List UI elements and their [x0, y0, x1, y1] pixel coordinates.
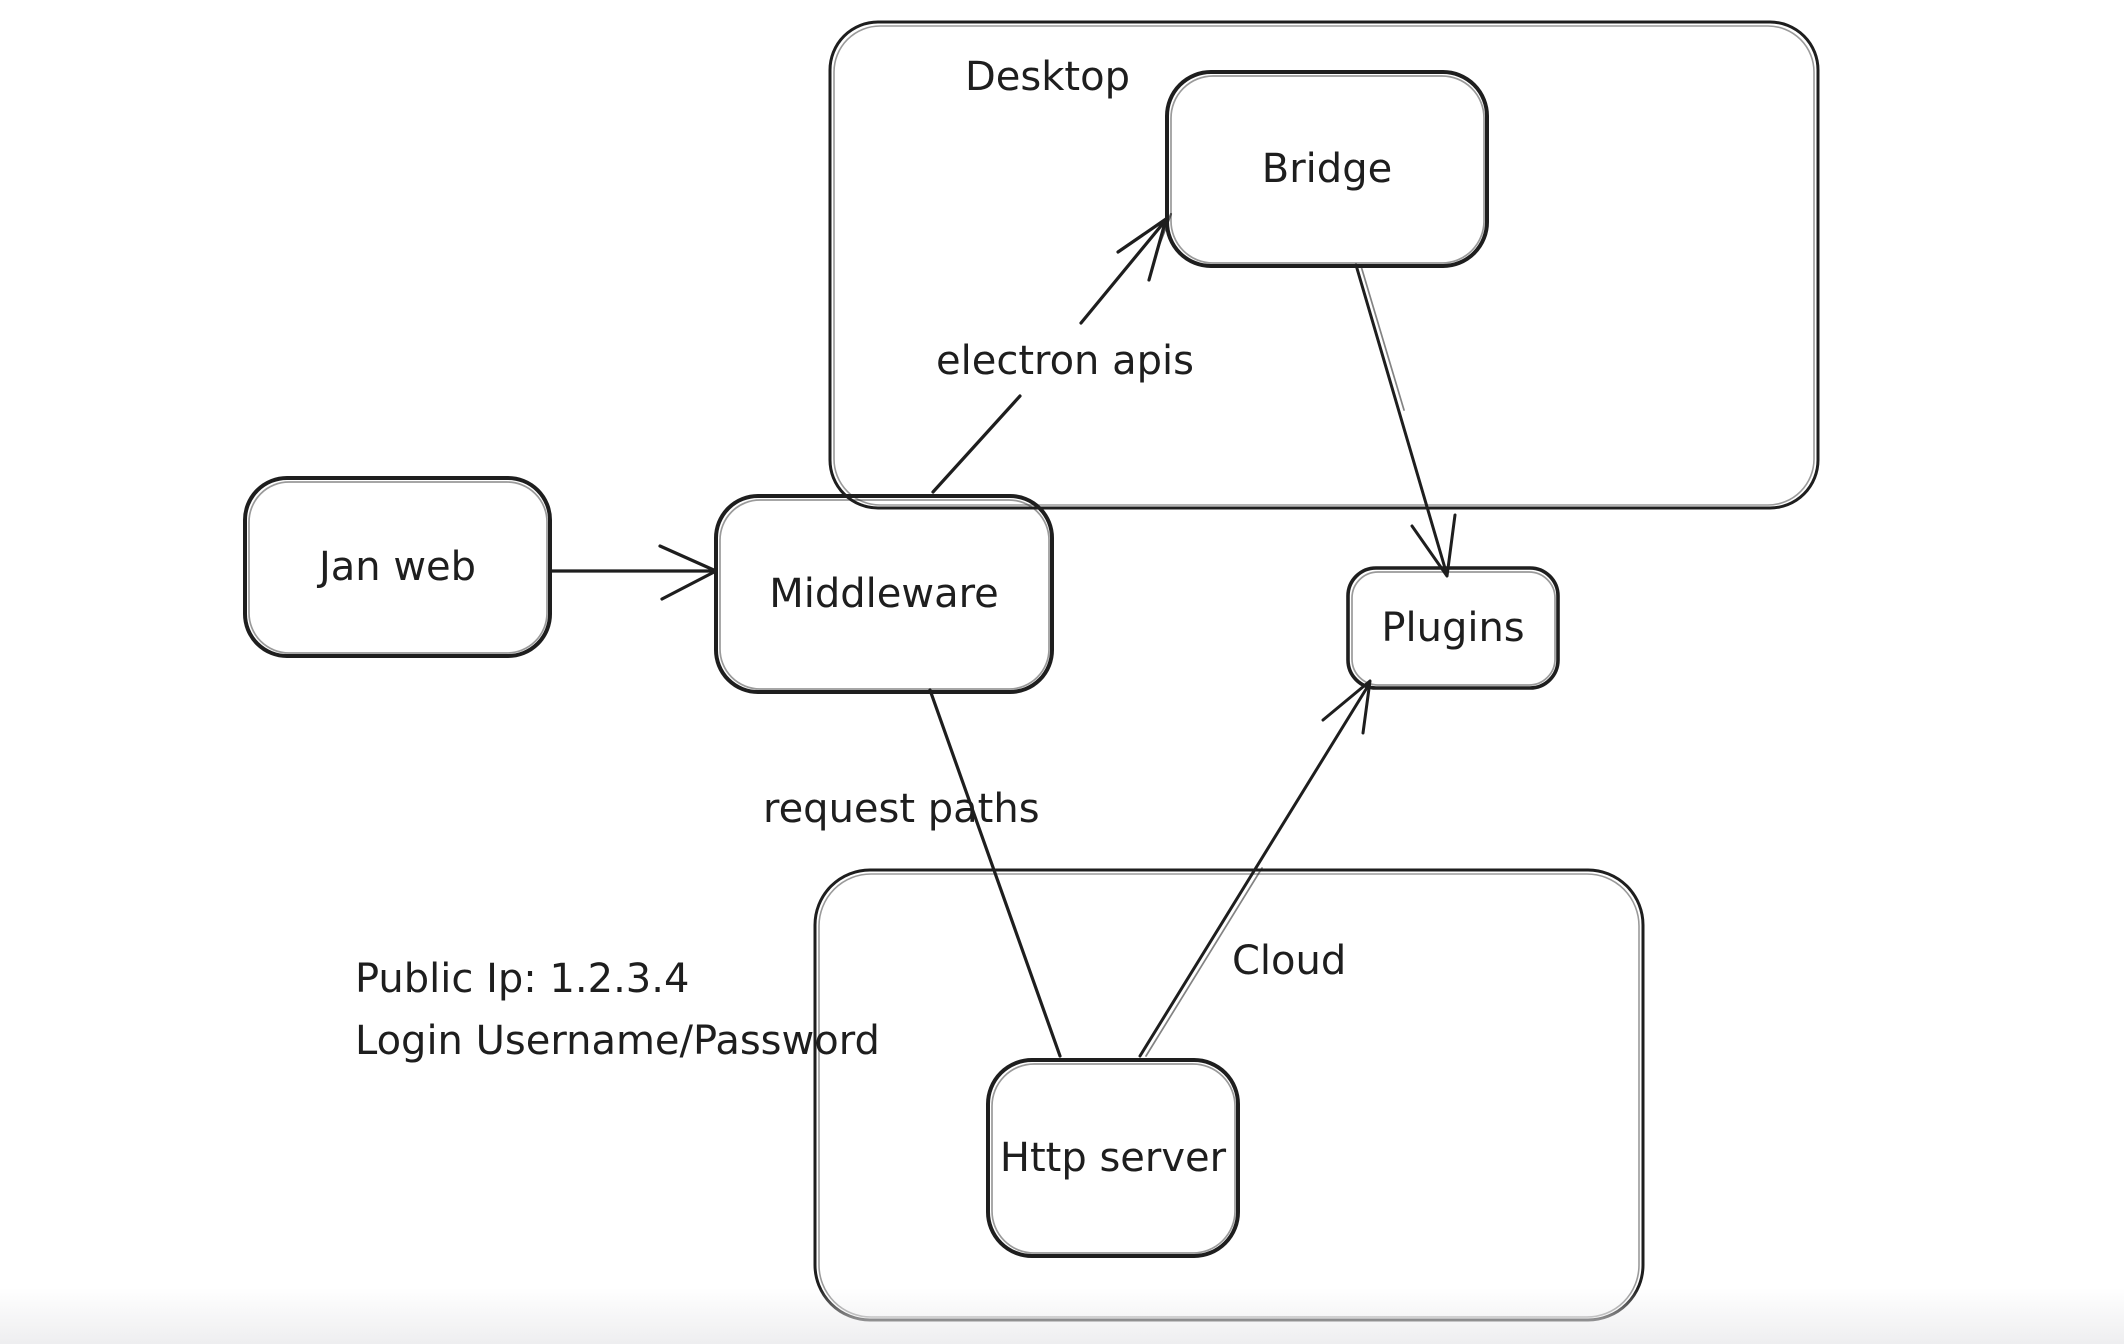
- middleware-box-sketch-echo: [719, 499, 1050, 690]
- edge-bridge-to-plugins[interactable]: [1354, 263, 1457, 578]
- arrowhead-sketch-echo: [1154, 212, 1173, 255]
- node-middleware[interactable]: [714, 494, 1054, 694]
- edge-label-request-paths[interactable]: request paths: [763, 786, 1040, 832]
- middleware-box[interactable]: [714, 494, 1054, 694]
- edge-shaft-sketch-echo: [1145, 867, 1263, 1057]
- node-plugins[interactable]: [1346, 566, 1560, 690]
- arrowhead[interactable]: [1410, 513, 1457, 578]
- http-server-box-sketch-echo: [991, 1063, 1236, 1254]
- plugins-box-sketch-echo: [1351, 571, 1556, 686]
- cloud-container-label[interactable]: Cloud: [1232, 938, 1347, 984]
- desktop-container-label[interactable]: Desktop: [965, 54, 1130, 100]
- annotation-public-ip[interactable]: Public Ip: 1.2.3.4: [355, 956, 690, 1002]
- arrowhead[interactable]: [1116, 217, 1168, 282]
- node-jan-web[interactable]: [243, 476, 552, 658]
- arrowhead[interactable]: [1321, 679, 1372, 735]
- desktop-container[interactable]: [828, 20, 1820, 510]
- edge-shaft[interactable]: [1138, 684, 1370, 1058]
- plugins-label[interactable]: Plugins: [1381, 605, 1525, 651]
- edge-shaft-lower[interactable]: [931, 394, 1022, 494]
- jan-web-box[interactable]: [243, 476, 552, 658]
- canvas-bottom-fade: [0, 1288, 2124, 1344]
- plugins-box[interactable]: [1346, 566, 1560, 690]
- edge-shaft[interactable]: [928, 688, 1062, 1058]
- jan-web-label[interactable]: Jan web: [318, 544, 477, 590]
- edge-shaft-upper[interactable]: [1079, 219, 1167, 325]
- node-bridge[interactable]: [1165, 70, 1489, 268]
- bridge-box[interactable]: [1165, 70, 1489, 268]
- edge-jan-web-to-middleware[interactable]: [550, 544, 718, 601]
- edge-middleware-to-bridge[interactable]: [931, 212, 1173, 494]
- annotation-login[interactable]: Login Username/Password: [355, 1018, 880, 1064]
- edge-http-server-to-plugins[interactable]: [1138, 679, 1372, 1058]
- desktop-container-outline[interactable]: [828, 20, 1820, 510]
- http-server-label[interactable]: Http server: [999, 1135, 1227, 1181]
- bridge-label[interactable]: Bridge: [1261, 146, 1393, 192]
- annotation-block[interactable]: Public Ip: 1.2.3.4 Login Username/Passwo…: [355, 948, 880, 1072]
- arrowhead[interactable]: [658, 544, 718, 601]
- edge-label-electron-apis[interactable]: electron apis: [936, 338, 1194, 384]
- node-http-server[interactable]: [986, 1058, 1240, 1258]
- middleware-label[interactable]: Middleware: [769, 571, 999, 617]
- edge-middleware-to-http-server[interactable]: [928, 688, 1062, 1058]
- edge-shaft[interactable]: [1354, 263, 1449, 577]
- bridge-box-sketch-echo: [1170, 75, 1485, 264]
- edge-shaft-sketch-echo: [1360, 265, 1405, 411]
- http-server-box[interactable]: [986, 1058, 1240, 1258]
- desktop-container-sketch-echo: [833, 25, 1815, 506]
- jan-web-box-sketch-echo: [248, 481, 548, 654]
